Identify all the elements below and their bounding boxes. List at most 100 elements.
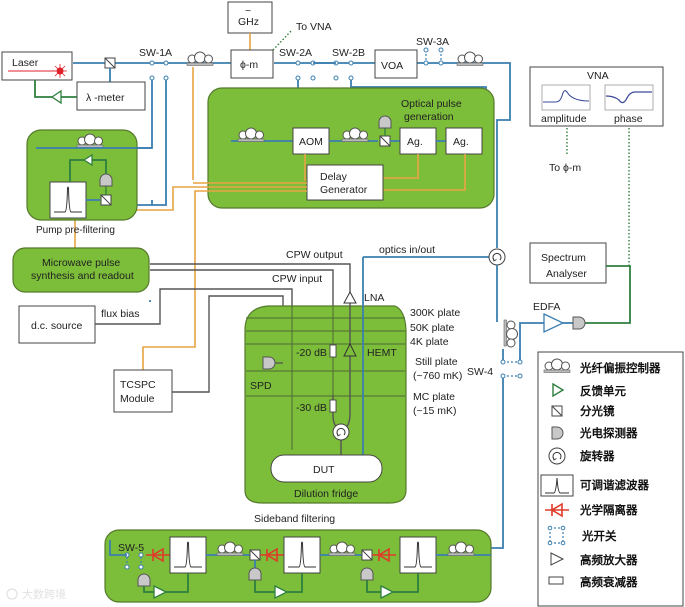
voa-block: VOA bbox=[374, 49, 418, 79]
legend-item: 分光镜 bbox=[551, 404, 615, 418]
tcspc-label-2: Module bbox=[120, 393, 155, 405]
photodetector-icon bbox=[551, 426, 564, 440]
circulator-icon bbox=[488, 248, 506, 266]
dilution-fridge-label: Dilution fridge bbox=[294, 488, 358, 500]
optics-inout-label: optics in/out bbox=[379, 244, 435, 256]
switch-sw3a[interactable]: SW-3A bbox=[416, 36, 449, 66]
switch-sw4[interactable]: SW-4 bbox=[467, 359, 523, 379]
photodetector-icon bbox=[248, 567, 262, 581]
ag1-label: Ag. bbox=[407, 136, 423, 148]
lambda-meter-label: λ -meter bbox=[86, 92, 125, 104]
amplitude-trace bbox=[543, 90, 590, 103]
legend-label: 光学隔离器 bbox=[579, 503, 638, 517]
vna-amplitude-label: amplitude bbox=[541, 113, 587, 125]
rf-attenuator-icon bbox=[548, 576, 564, 585]
sw2b-label: SW-2B bbox=[332, 47, 365, 59]
polarization-controller-icon bbox=[456, 51, 484, 66]
polarization-controller-icon bbox=[186, 51, 214, 66]
pump-prefiltering-panel: Pump pre-filtering bbox=[26, 129, 152, 236]
flux-bias-label: flux bias bbox=[101, 308, 140, 320]
microwave-synthesis-panel: Microwave pulse synthesis and readout bbox=[12, 247, 150, 293]
tunable-filter-icon bbox=[169, 536, 207, 574]
switch-sw1a[interactable]: SW-1A bbox=[139, 47, 172, 81]
laser-block: Laser bbox=[1, 51, 73, 81]
aom-label: AOM bbox=[299, 136, 323, 148]
laser-emission-icon bbox=[53, 64, 67, 78]
beam-splitter-icon bbox=[100, 194, 112, 206]
tunable-filter-icon bbox=[49, 181, 87, 219]
tunable-filter-icon bbox=[399, 536, 437, 574]
tcspc-label-1: TCSPC bbox=[120, 379, 156, 391]
photodetector-icon bbox=[360, 567, 374, 581]
legend-label: 可调谐滤波器 bbox=[580, 478, 649, 492]
optical-switch-icon bbox=[547, 525, 566, 546]
switch-sw2b[interactable]: SW-2B bbox=[332, 47, 365, 81]
sw1a-label: SW-1A bbox=[139, 47, 172, 59]
laser-label: Laser bbox=[12, 57, 39, 69]
legend-item: 可调谐滤波器 bbox=[540, 474, 649, 497]
spectrum-label-1: Spectrum bbox=[541, 252, 586, 264]
dut-block bbox=[270, 454, 383, 483]
legend-label: 反馈单元 bbox=[580, 384, 626, 398]
legend-item: 高频衰减器 bbox=[548, 575, 638, 589]
legend-label: 旋转器 bbox=[579, 449, 615, 463]
still-plate-label-1: Still plate bbox=[415, 356, 458, 368]
feedback-unit-icon bbox=[50, 89, 62, 105]
beam-splitter-icon bbox=[379, 135, 391, 147]
cpw-input-label: CPW input bbox=[272, 273, 322, 285]
vna-block: VNA amplitude phase bbox=[529, 66, 664, 127]
spectrum-label-2: Analyser bbox=[546, 268, 587, 280]
legend-label: 高频衰减器 bbox=[580, 575, 638, 589]
spectrum-analyser-block: Spectrum Analyser bbox=[529, 242, 607, 284]
ghz-source-block: ~ GHz bbox=[227, 1, 273, 34]
plate-50k-label: 50K plate bbox=[410, 322, 455, 334]
photodetector-icon bbox=[572, 316, 586, 330]
rf-amplifier-icon bbox=[550, 552, 565, 566]
dut-label: DUT bbox=[313, 464, 335, 476]
plate-300k-label: 300K plate bbox=[410, 307, 460, 319]
ghz-tilde: ~ bbox=[245, 5, 251, 17]
att-30-label: -30 dB bbox=[296, 402, 327, 414]
optical-pulse-title-1: Optical pulse bbox=[401, 98, 462, 110]
watermark: 大数跨境 bbox=[6, 587, 66, 601]
beam-splitter-icon bbox=[361, 549, 373, 561]
photodetector-icon bbox=[378, 115, 392, 129]
edfa-amplifier-icon bbox=[543, 312, 565, 334]
legend-item: 光开关 bbox=[547, 525, 617, 546]
photodetector-icon bbox=[262, 356, 276, 370]
legend-item: 高频放大器 bbox=[550, 552, 638, 567]
cpw-output-label: CPW output bbox=[286, 249, 343, 261]
lna-label: LNA bbox=[364, 292, 384, 304]
still-plate-label-2: (~760 mK) bbox=[413, 370, 462, 382]
vna-phase-label: phase bbox=[614, 113, 643, 125]
tunable-filter-icon bbox=[540, 474, 574, 497]
optical-pulse-title-2: generation bbox=[404, 111, 454, 123]
pump-prefiltering-label: Pump pre-filtering bbox=[36, 225, 115, 236]
legend: 光纤偏振控制器 反馈单元 分光镜 光电探测器 旋转器 可调谐滤波器 光学隔离器 bbox=[537, 351, 684, 607]
tunable-filter-icon bbox=[283, 536, 321, 574]
voa-label: VOA bbox=[381, 60, 403, 72]
phase-trace bbox=[605, 91, 652, 104]
polarization-controller-icon bbox=[503, 319, 518, 348]
rf-attenuator-icon bbox=[329, 399, 337, 413]
sw5-label: SW-5 bbox=[118, 542, 144, 554]
microwave-label-1: Microwave pulse bbox=[42, 257, 120, 269]
legend-label: 高频放大器 bbox=[580, 553, 638, 567]
switch-sw5[interactable] bbox=[124, 552, 144, 570]
sideband-filtering-panel: SW-5 bbox=[104, 529, 492, 603]
photodetector-icon bbox=[137, 573, 151, 587]
vna-title: VNA bbox=[587, 70, 609, 82]
circulator-icon bbox=[548, 447, 566, 465]
feedback-unit-icon bbox=[552, 382, 565, 398]
sw3a-label: SW-3A bbox=[416, 36, 449, 48]
plate-4k-label: 4K plate bbox=[410, 336, 449, 348]
delay-gen-label-2: Generator bbox=[320, 184, 368, 196]
legend-label: 光纤偏振控制器 bbox=[579, 361, 661, 375]
phase-modulator-block: ϕ-m bbox=[230, 49, 274, 79]
sideband-filtering-label: Sideband filtering bbox=[254, 513, 335, 525]
vna-amplitude-plot bbox=[541, 84, 591, 111]
switch-sw2a[interactable]: SW-2A bbox=[279, 47, 316, 81]
optical-pulse-generation-panel: AOM Ag. Ag. Optical pulse generation Del… bbox=[207, 87, 495, 209]
